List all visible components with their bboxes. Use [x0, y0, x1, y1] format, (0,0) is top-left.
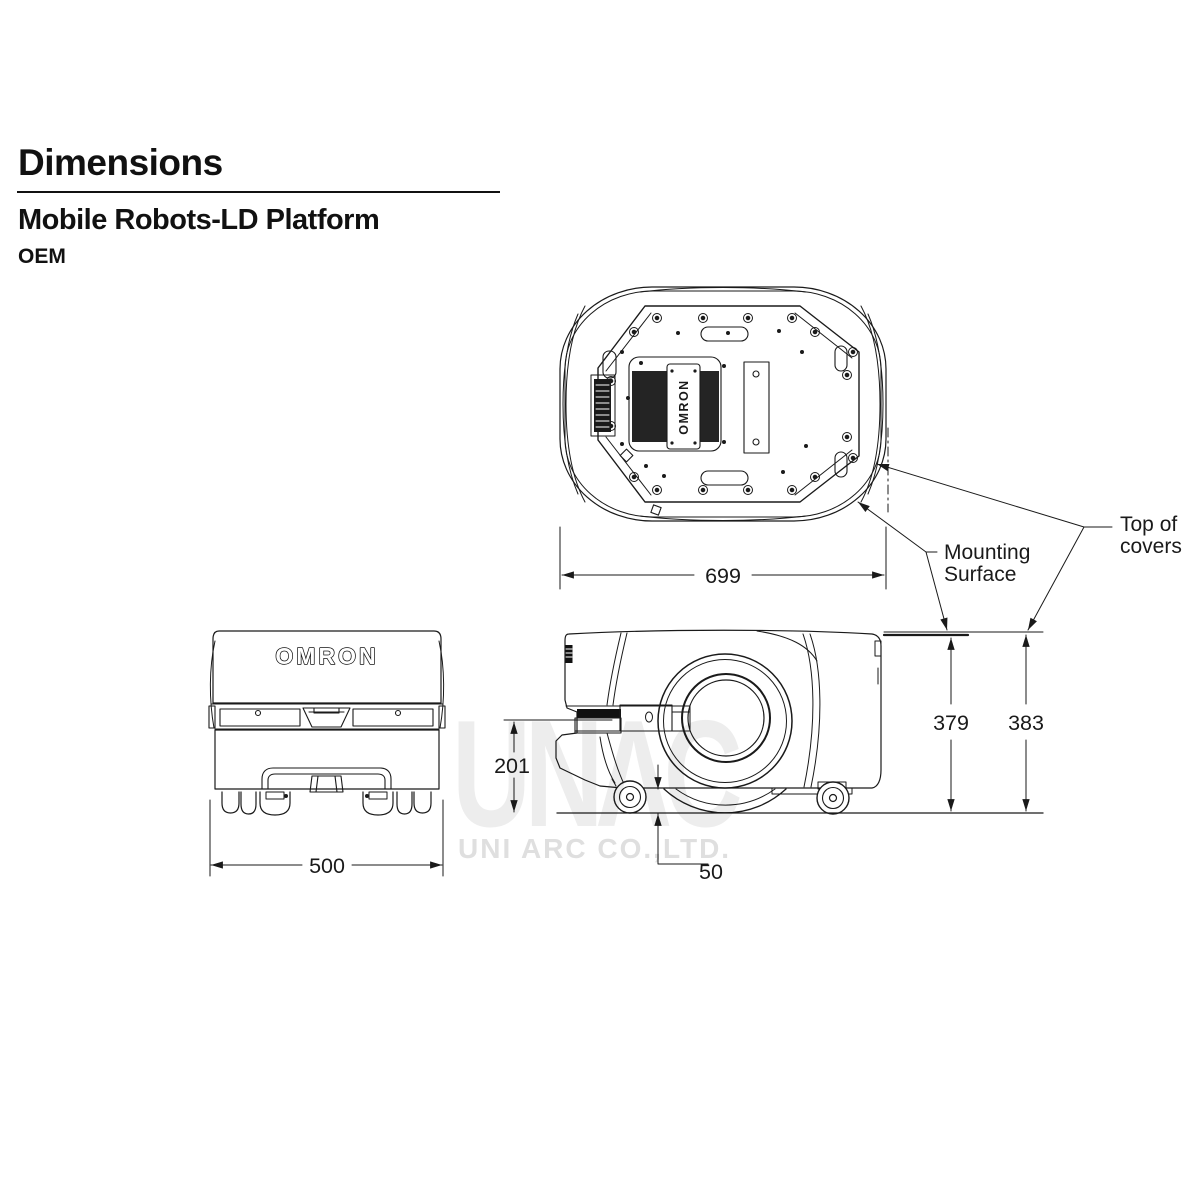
plate-slots: [602, 326, 848, 516]
dim-label-50: 50: [699, 860, 723, 884]
rear-caster: [816, 781, 850, 815]
leader-top-of-covers: Top of covers: [876, 463, 1182, 631]
dim-label-500: 500: [309, 854, 345, 878]
dim-label-201: 201: [494, 754, 530, 778]
connector-block: [590, 374, 616, 437]
access-plate: [743, 361, 770, 454]
title-divider: [17, 191, 500, 193]
callout-top-of-covers-1: Top of: [1120, 513, 1177, 536]
vent-assembly: OMRON: [628, 356, 722, 452]
dim-ground-clearance: 50: [654, 764, 723, 884]
front-logo: OMRON: [275, 643, 378, 669]
page-subtitle: Mobile Robots-LD Platform: [18, 204, 380, 236]
dim-top-width: 699: [559, 526, 887, 590]
dim-label-383: 383: [1008, 711, 1044, 735]
front-handle: [261, 767, 392, 793]
side-view-drawing: [555, 629, 1044, 815]
variant-label: OEM: [18, 245, 66, 268]
top-badge-logo: OMRON: [677, 379, 691, 434]
page-title: Dimensions: [18, 142, 223, 183]
front-view-drawing: OMRON: [208, 630, 446, 816]
dim-covers-height: 383: [1008, 634, 1044, 812]
dim-label-699: 699: [705, 564, 741, 588]
leader-mounting-surface: Mounting Surface: [857, 501, 1030, 631]
laser-scanner: [565, 704, 691, 787]
dim-mounting-height: 379: [933, 637, 969, 812]
callout-top-of-covers-2: covers: [1120, 535, 1182, 558]
callout-mounting-surface-1: Mounting: [944, 541, 1030, 564]
dim-laser-height: 201: [494, 719, 613, 813]
callout-mounting-surface-2: Surface: [944, 563, 1016, 586]
front-wheels: [221, 791, 432, 816]
dim-front-width: 500: [209, 799, 444, 878]
dim-label-379: 379: [933, 711, 969, 735]
top-view-drawing: OMRON: [559, 286, 889, 522]
front-scanner-band: [208, 705, 446, 730]
